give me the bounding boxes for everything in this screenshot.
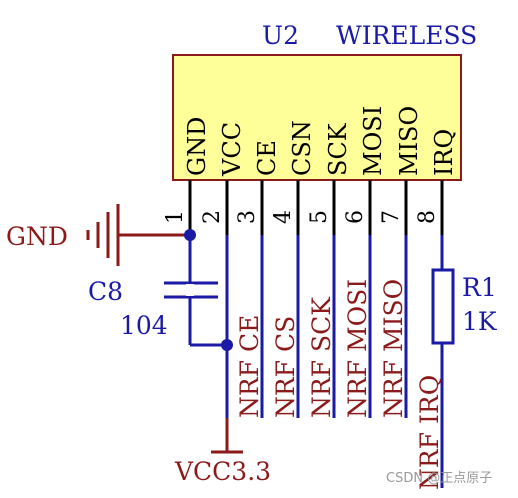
vcc-symbol bbox=[211, 418, 243, 454]
net-label-miso: NRF MISO bbox=[379, 279, 408, 418]
chip-name: WIRELESS bbox=[336, 21, 477, 50]
pin-number-4: 4 bbox=[271, 210, 296, 224]
pin-name-csn: CSN bbox=[288, 120, 316, 176]
net-label-cs: NRF CS bbox=[271, 316, 300, 418]
pin-name-gnd: GND bbox=[183, 117, 211, 176]
pin-number-3: 3 bbox=[235, 210, 260, 224]
pin-legs bbox=[188, 180, 444, 235]
pin-number-1: 1 bbox=[163, 210, 188, 224]
gnd-label: GND bbox=[6, 222, 68, 251]
junction-gnd bbox=[184, 229, 196, 241]
pin-name-miso: MISO bbox=[395, 106, 423, 176]
pin-name-irq: IRQ bbox=[430, 129, 458, 176]
gnd-symbol bbox=[86, 204, 190, 266]
pin-name-vcc: VCC bbox=[218, 122, 246, 177]
net-label-ce: NRF CE bbox=[235, 315, 264, 418]
pin-number-2: 2 bbox=[200, 210, 225, 224]
chip-ref: U2 bbox=[262, 21, 299, 50]
net-label-mosi: NRF MOSI bbox=[343, 279, 372, 418]
pin-name-mosi: MOSI bbox=[359, 106, 387, 176]
capacitor-c8 bbox=[164, 281, 218, 299]
net-label-sck: NRF SCK bbox=[307, 296, 336, 418]
resistor-r1-body bbox=[431, 268, 455, 345]
vcc-label: VCC3.3 bbox=[174, 457, 271, 486]
pin-name-sck: SCK bbox=[324, 122, 352, 176]
chip-body bbox=[172, 54, 462, 181]
junction-vcc bbox=[221, 339, 233, 351]
net-label-irq: NRF IRQ bbox=[415, 375, 444, 490]
resistor-ref: R1 bbox=[462, 273, 497, 302]
pin-number-5: 5 bbox=[307, 210, 332, 224]
pin-number-8: 8 bbox=[415, 210, 440, 224]
cap-ref: C8 bbox=[88, 277, 123, 306]
cap-gap bbox=[186, 284, 194, 296]
watermark: CSDN @正点原子 bbox=[386, 471, 492, 486]
cap-value: 104 bbox=[120, 311, 168, 340]
pin-number-7: 7 bbox=[379, 210, 404, 224]
pin-name-ce: CE bbox=[253, 140, 281, 176]
pin-number-6: 6 bbox=[343, 210, 368, 224]
resistor-value: 1K bbox=[462, 307, 498, 336]
